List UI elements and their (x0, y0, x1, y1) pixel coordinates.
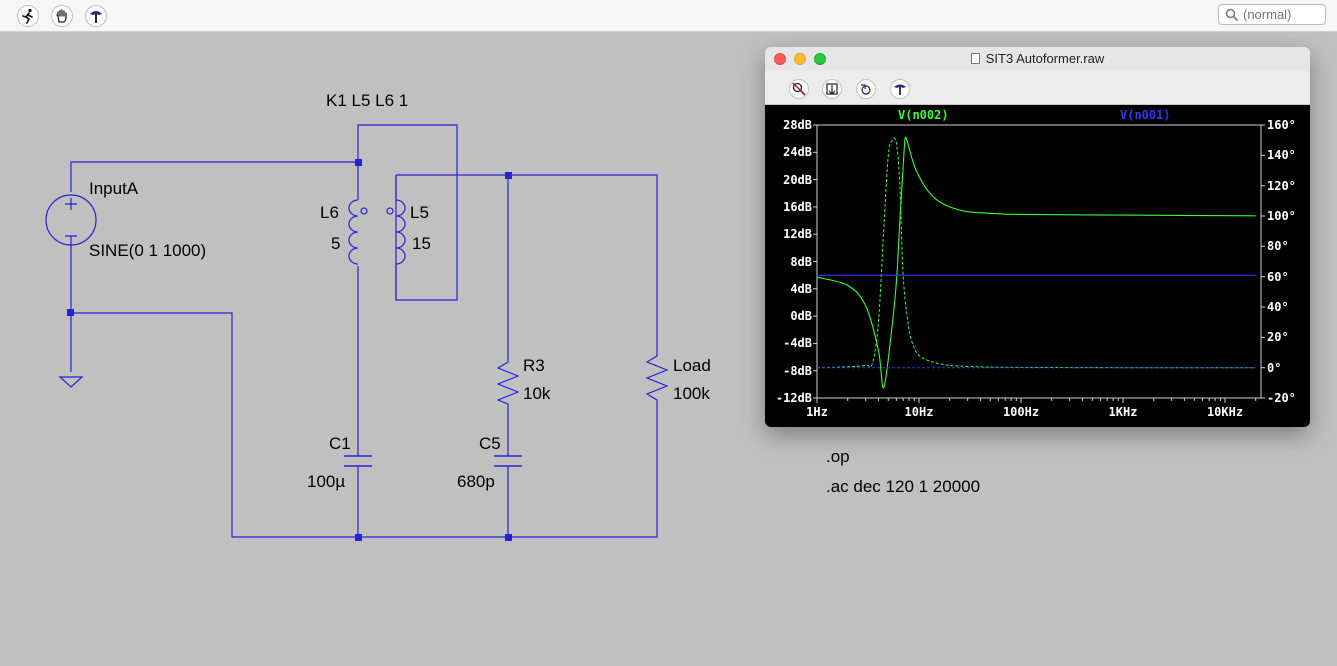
autorange-icon (826, 83, 838, 95)
inductor-l5-symbol (395, 199, 406, 265)
load-value-label[interactable]: 100k (673, 384, 710, 403)
c1-value-label[interactable]: 100µ (307, 472, 346, 491)
window-title: SIT3 Autoformer.raw (985, 51, 1105, 66)
main-toolbar (0, 0, 1337, 32)
y-right-tick-label: 100° (1267, 209, 1296, 223)
search-input[interactable] (1243, 6, 1323, 23)
capacitor-c5-symbol (494, 455, 522, 467)
schematic-canvas[interactable]: K1 L5 L6 1 InputA SINE(0 1 1000) L6 5 L5… (0, 32, 760, 666)
y-right-tick-label: 120° (1267, 178, 1296, 193)
junction-dot (355, 159, 362, 166)
waveform-toolbar (765, 71, 1310, 105)
load-name-label[interactable]: Load (673, 356, 711, 375)
legend-v-n002[interactable]: V(n002) (898, 108, 949, 122)
y-left-tick-label: 24dB (783, 145, 812, 160)
l6-value-label[interactable]: 5 (331, 234, 341, 253)
y-left-tick-label: 20dB (783, 172, 812, 187)
y-left-tick-label: 28dB (783, 118, 812, 132)
y-right-tick-label: -20° (1267, 391, 1296, 405)
schematic-drawing (45, 124, 669, 541)
series-0-magnitude-line (816, 136, 1256, 389)
y-right-tick-label: 60° (1267, 269, 1289, 284)
source-name-label[interactable]: InputA (89, 179, 139, 198)
close-button[interactable] (774, 53, 786, 65)
legend-v-n001[interactable]: V(n001) (1120, 108, 1171, 122)
directive-op[interactable]: .op (826, 447, 850, 466)
search-icon (1225, 8, 1239, 22)
y-right-tick-label: 0° (1267, 360, 1282, 375)
pan-hand-icon (56, 9, 67, 23)
voltage-source-symbol (45, 194, 97, 246)
autorange-button[interactable] (822, 79, 842, 99)
r3-value-label[interactable]: 10k (523, 384, 551, 403)
y-left-tick-label: 12dB (783, 227, 812, 242)
ground-symbol (58, 376, 84, 388)
minimize-button[interactable] (794, 53, 806, 65)
waveform-plot[interactable]: 28dB 24dB 20dB 16dB 12dB 8dB 4dB 0dB -4dB -8dB -12… (765, 105, 1310, 427)
y-left-tick-label: -12dB (775, 391, 812, 405)
zoom-button[interactable] (814, 53, 826, 65)
zoom-cancel-icon (792, 82, 806, 96)
wire-bottom-return (71, 312, 658, 538)
junction-dot (505, 172, 512, 179)
window-titlebar[interactable]: SIT3 Autoformer.raw (765, 47, 1310, 71)
inductor-l6-symbol (348, 199, 359, 265)
run-button[interactable] (17, 5, 39, 27)
y-left-tick-label: -4dB (783, 336, 812, 351)
waveform-window: SIT3 Autoformer.raw 28dB 24dB 20dB 16dB 12dB… (765, 47, 1310, 427)
y-left-tick-label: 16dB (783, 199, 812, 214)
l6-name-label[interactable]: L6 (320, 203, 339, 222)
y-right-tick-label: 140° (1267, 148, 1296, 163)
undo-zoom-icon (861, 84, 871, 95)
wire-source-top (70, 161, 359, 200)
plot-frame (816, 124, 1262, 399)
y-left-tick-label: 0dB (790, 309, 812, 324)
x-tick-label: 1KHz (1108, 405, 1138, 419)
y-right-tick-label: 80° (1267, 239, 1289, 254)
wire-l5-top (396, 174, 658, 350)
probe-button[interactable] (85, 5, 107, 27)
pan-button[interactable] (51, 5, 73, 27)
c5-value-label[interactable]: 680p (457, 472, 495, 491)
y-left-tick-label: 4dB (790, 281, 812, 296)
x-tick-label: 10Hz (904, 405, 934, 419)
junction-dot (505, 534, 512, 541)
probe-trace-button[interactable] (890, 79, 910, 99)
undo-zoom-button[interactable] (856, 79, 876, 99)
directive-ac[interactable]: .ac dec 120 1 20000 (826, 477, 981, 496)
zoom-cancel-button[interactable] (789, 79, 809, 99)
document-icon (970, 53, 980, 64)
x-tick-label: 100Hz (1002, 405, 1040, 419)
x-tick-label: 1Hz (806, 405, 828, 419)
y-right-tick-label: 40° (1267, 300, 1289, 314)
probe-icon (90, 11, 102, 23)
resistor-load-symbol (645, 350, 669, 412)
y-right-tick-label: 160° (1267, 118, 1296, 132)
series-0-phase-line (816, 137, 1256, 369)
plot-area (813, 124, 1265, 403)
junction-dot (67, 309, 74, 316)
capacitor-c1-symbol (344, 455, 372, 467)
probe-icon (894, 84, 906, 95)
run-icon (22, 8, 33, 24)
c1-name-label[interactable]: C1 (329, 434, 351, 453)
coupling-label[interactable]: K1 L5 L6 1 (326, 91, 409, 110)
y-left-tick-label: 8dB (790, 254, 812, 269)
y-right-tick-label: 20° (1267, 330, 1289, 345)
y-left-tick-label: -8dB (783, 363, 812, 378)
source-value-label[interactable]: SINE(0 1 1000) (89, 241, 207, 260)
junction-dot (355, 534, 362, 541)
c5-name-label[interactable]: C5 (479, 434, 501, 453)
l5-value-label[interactable]: 15 (412, 234, 431, 253)
l5-name-label[interactable]: L5 (410, 203, 429, 222)
resistor-r3-symbol (496, 352, 520, 410)
wire-coupling-loop (357, 124, 458, 301)
search-box[interactable] (1218, 4, 1326, 25)
x-tick-label: 10KHz (1206, 405, 1244, 419)
r3-name-label[interactable]: R3 (523, 356, 545, 375)
